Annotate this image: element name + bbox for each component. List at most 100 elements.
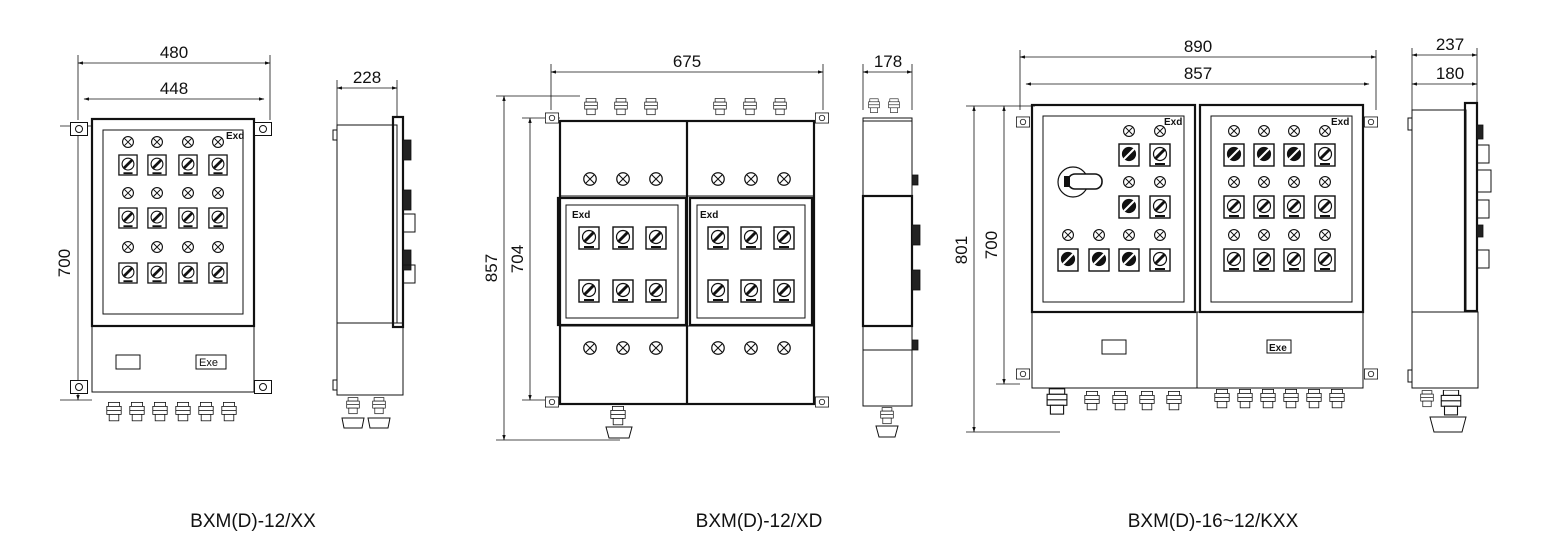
indicator-lamp-icon xyxy=(1228,229,1240,241)
rotary-switch-icon xyxy=(208,262,228,284)
cable-gland-icon xyxy=(1260,388,1276,409)
indicator-lamp-icon xyxy=(1228,176,1240,188)
indicator-lamp-icon xyxy=(1154,125,1166,137)
rotary-switch-icon xyxy=(178,262,198,284)
dim-outer-width: 675 xyxy=(550,52,824,110)
mounting-lug-icon xyxy=(254,122,272,136)
rotary-switch-icon xyxy=(1253,195,1275,219)
view-1: 480 448 700 Exd Exe xyxy=(55,43,416,429)
dim-outer-height: 857 xyxy=(482,95,620,441)
indicator-lamp-icon xyxy=(182,187,194,199)
dim-inner-height: 704 xyxy=(508,117,560,401)
indicator-lamp-icon xyxy=(649,172,663,186)
mounting-lug-icon xyxy=(545,112,559,124)
cable-gland-icon xyxy=(1329,388,1345,409)
mounting-lug-icon xyxy=(1016,368,1030,380)
rotary-switch-icon xyxy=(1283,195,1305,219)
side-view: 228 xyxy=(332,68,416,429)
side-view: 178 xyxy=(861,52,921,438)
rotary-switch-icon xyxy=(1149,248,1171,272)
side-view: 237 180 xyxy=(1407,35,1492,433)
rotary-switch-icon xyxy=(1223,195,1245,219)
rotary-switch-icon xyxy=(612,279,634,303)
rotary-switch-icon xyxy=(1314,195,1336,219)
indicator-lamp-icon xyxy=(1319,176,1331,188)
rotary-switch-icon xyxy=(1057,248,1079,272)
indicator-lamp-icon xyxy=(151,136,163,148)
right-panel-devices xyxy=(1223,125,1336,272)
outer-height-label: 857 xyxy=(482,254,501,282)
indicator-lamp-icon xyxy=(711,172,725,186)
exd-marking-right: Exd xyxy=(1331,117,1349,128)
rotary-switch-icon xyxy=(147,262,167,284)
dim-outer-width: 480 xyxy=(77,43,271,120)
indicator-lamp-icon xyxy=(1123,125,1135,137)
rotary-switch-icon xyxy=(1223,143,1245,167)
indicator-lamp-icon xyxy=(151,241,163,253)
cable-gland-icon xyxy=(346,397,360,415)
rotary-switch-icon xyxy=(1118,143,1140,167)
indicator-lamp-icon xyxy=(182,136,194,148)
side-depth-label: 178 xyxy=(874,52,902,71)
exd-marking-left: Exd xyxy=(1164,117,1182,128)
rotary-switch-icon xyxy=(1088,248,1110,272)
inner-height-label: 704 xyxy=(508,245,527,273)
dim-outer-width: 890 xyxy=(1019,37,1377,110)
indicator-lamp-icon xyxy=(1228,125,1240,137)
cable-gland-icon xyxy=(1440,390,1462,416)
view-2: 675 857 704 Exd Exd xyxy=(482,52,921,441)
cable-gland-icon xyxy=(713,98,727,116)
indicator-lamp-icon xyxy=(616,172,630,186)
mounting-lug-icon xyxy=(70,122,88,136)
mounting-lug-icon xyxy=(1364,116,1378,128)
cable-gland-icon xyxy=(888,98,900,114)
mounting-lug-icon xyxy=(815,396,829,408)
mounting-lug-icon xyxy=(545,396,559,408)
front-enclosure: Exd Exe xyxy=(70,117,272,394)
dim-height: 700 xyxy=(55,125,92,401)
cable-gland-icon xyxy=(1166,390,1182,411)
cable-gland-icon xyxy=(152,401,168,422)
cable-glands xyxy=(1046,388,1345,415)
indicator-lamp-icon xyxy=(1258,229,1270,241)
outer-height-label: 801 xyxy=(952,236,971,264)
exe-marking: Exe xyxy=(1269,343,1287,354)
operating-handle xyxy=(1057,166,1103,198)
indicator-lamp-icon xyxy=(151,187,163,199)
mounting-lug-icon xyxy=(70,380,88,394)
view-3: 890 857 801 700 Exd xyxy=(952,35,1492,433)
cable-gland-icon xyxy=(743,98,757,116)
indicator-lamp-icon xyxy=(649,341,663,355)
inner-width-label: 857 xyxy=(1184,64,1212,83)
indicator-lamp-icon xyxy=(711,341,725,355)
mounting-lug-icon xyxy=(1364,368,1378,380)
exd-marking: Exd xyxy=(226,131,244,142)
exe-marking: Exe xyxy=(199,357,218,369)
cable-gland-icon xyxy=(773,98,787,116)
rotary-switch-icon xyxy=(118,207,138,229)
dim-inner-height: 700 xyxy=(982,105,1020,385)
mounting-lug-icon xyxy=(815,112,829,124)
mounting-lug-icon xyxy=(1016,116,1030,128)
rotary-switch-icon xyxy=(645,226,667,250)
indicator-lamp-icon xyxy=(1319,125,1331,137)
inner-height-label: 700 xyxy=(982,231,1001,259)
rotary-switch-icon xyxy=(1118,248,1140,272)
caption-view-2: BXM(D)-12/XD xyxy=(696,511,823,532)
inner-width-label: 448 xyxy=(160,79,188,98)
indicator-lamp-icon xyxy=(182,241,194,253)
side-outer-depth-label: 237 xyxy=(1436,35,1464,54)
indicator-lamp-icon xyxy=(1062,229,1074,241)
indicator-lamp-icon xyxy=(777,172,791,186)
exd-marking-left: Exd xyxy=(572,210,590,221)
rotary-switch-icon xyxy=(208,154,228,176)
indicator-lamp-icon xyxy=(1288,176,1300,188)
cable-gland-icon xyxy=(614,98,628,116)
rotary-switch-icon xyxy=(707,226,729,250)
rotary-switch-icon xyxy=(1253,248,1275,272)
indicator-lamp-icon xyxy=(583,341,597,355)
cable-gland-icon xyxy=(372,397,386,415)
rotary-switch-icon xyxy=(773,279,795,303)
cable-gland-icon xyxy=(1214,388,1230,409)
